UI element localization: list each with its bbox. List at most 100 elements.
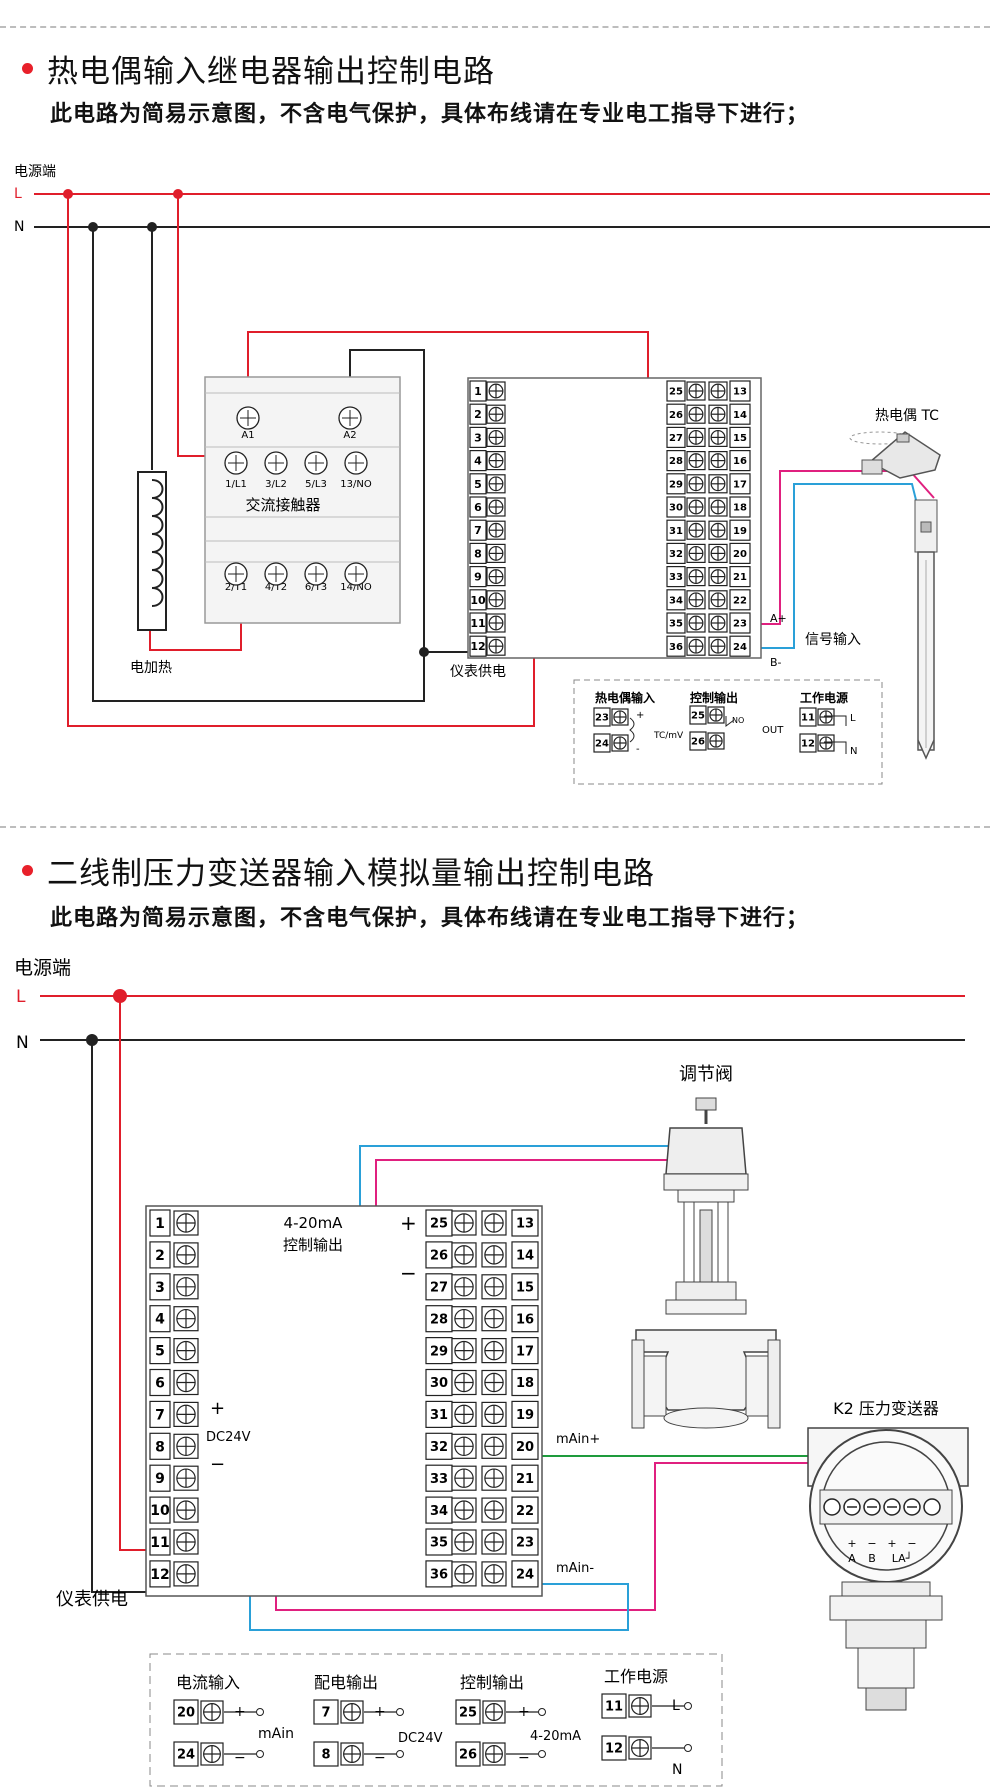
instrument-supply-label: 仪表供电	[56, 1589, 128, 1610]
junction-dot	[63, 189, 73, 199]
legend-ctrl-out: OUT	[762, 725, 784, 736]
screw-terminal-icon	[686, 404, 706, 424]
dc24v-minus: −	[210, 1454, 225, 1475]
screw-terminal-icon	[708, 543, 728, 564]
contactor-terminal-icon	[264, 451, 288, 475]
legend-power-l: L	[672, 1698, 680, 1714]
screw-terminal-icon	[708, 381, 728, 401]
transmitter-terminal-icon	[923, 1498, 941, 1516]
legend-ctrl-text: 4-20mA	[530, 1729, 581, 1744]
legend-ctrl-title: 控制输出	[690, 690, 738, 705]
terminal-number: 27	[669, 433, 683, 444]
terminal-number: 9	[474, 571, 482, 584]
legend-cur-title: 电流输入	[176, 1673, 240, 1692]
screw-terminal-icon	[707, 706, 725, 724]
live-to-supply-wire	[119, 996, 150, 1551]
terminal-number-box	[511, 1496, 539, 1524]
terminal-number-box	[469, 496, 487, 518]
screw-terminal-icon	[611, 708, 629, 726]
terminal-number: 17	[733, 479, 747, 490]
contactor-top-term: 3/L2	[265, 479, 287, 490]
tx-letter: A	[848, 1552, 856, 1565]
terminal-number: 25	[669, 387, 683, 398]
coil-term-a2: A2	[343, 430, 356, 441]
legend-power-title: 工作电源	[604, 1667, 668, 1686]
screw-terminal-icon	[451, 1433, 477, 1459]
screw-terminal-icon	[486, 427, 506, 447]
screw-terminal-icon	[686, 543, 706, 564]
terminal-number: 11	[150, 1535, 169, 1551]
terminal-number-box	[729, 496, 751, 518]
terminal-number-box	[729, 565, 751, 588]
legend-terminal-number-box	[799, 707, 817, 727]
junction-dot	[88, 222, 98, 232]
legend-plus: +	[374, 1704, 386, 1720]
coil-term-a1: A1	[241, 430, 254, 441]
terminal-number-box	[149, 1305, 171, 1333]
terminal-number: 16	[516, 1312, 534, 1327]
legend-terminal-number: 11	[801, 713, 815, 724]
section2-title: 二线制压力变送器输入模拟量输出控制电路	[22, 848, 655, 893]
terminal-number: 27	[430, 1280, 448, 1295]
terminal-number-box	[666, 612, 686, 634]
middle-divider	[0, 826, 990, 828]
tx-sign: +	[847, 1537, 856, 1550]
terminal-number-box	[469, 612, 487, 634]
tx-sign: −	[907, 1537, 916, 1550]
power-source-label: 电源端	[14, 957, 71, 979]
terminal-number-box	[729, 542, 751, 565]
terminal-number: 35	[669, 619, 683, 630]
legend-terminal-number: 23	[595, 713, 609, 724]
neutral-line-label: N	[14, 219, 24, 235]
screw-terminal-icon	[481, 1210, 507, 1236]
terminal-number: 5	[474, 478, 482, 491]
terminal-number: 1	[474, 385, 482, 398]
terminal-number-box	[511, 1400, 539, 1429]
legend-terminal-number-box	[173, 1741, 199, 1767]
thermocouple-label: 热电偶 TC	[875, 408, 939, 424]
screw-terminal-icon	[451, 1401, 477, 1428]
legend-tc-plus: +	[636, 710, 644, 721]
terminal-number: 14	[733, 410, 747, 421]
contactor-bottom-term: 6/T3	[305, 582, 327, 593]
section1-note: 此电路为简易示意图，不含电气保护，具体布线请在专业电工指导下进行；	[50, 102, 810, 127]
contactor-terminal-icon	[344, 451, 368, 475]
legend-terminal-number-box	[601, 1693, 627, 1719]
legend-terminal-number-box	[689, 731, 707, 751]
terminal-number-box	[666, 565, 686, 588]
contactor-top-term: 1/L1	[225, 479, 247, 490]
terminal-number: 13	[733, 387, 747, 398]
terminal-number: 36	[430, 1568, 448, 1583]
terminal-number: 17	[516, 1344, 534, 1359]
screw-terminal-icon	[173, 1465, 199, 1491]
terminal-number-box	[425, 1400, 453, 1429]
pressure-transmitter-icon	[807, 1427, 969, 1711]
screw-terminal-icon	[817, 708, 835, 726]
terminal-number: 31	[669, 526, 683, 537]
terminal-number: 13	[516, 1217, 534, 1232]
signal-input-label: 信号输入	[805, 632, 861, 648]
screw-terminal-icon	[686, 636, 706, 656]
screw-terminal-icon	[451, 1369, 477, 1396]
screw-terminal-icon	[708, 497, 728, 517]
screw-terminal-icon	[486, 613, 506, 633]
legend-terminal-number: 20	[177, 1706, 195, 1721]
screw-terminal-icon	[481, 1242, 507, 1268]
screw-terminal-icon	[200, 1742, 224, 1766]
contactor-bottom-term: 4/T2	[265, 582, 287, 593]
legend-lead-end	[684, 1744, 692, 1752]
main-plus-label: mAin+	[556, 1432, 600, 1447]
terminal-number: 7	[155, 1407, 165, 1423]
electric-heater-coil-icon	[137, 471, 167, 631]
screw-terminal-icon	[486, 520, 506, 540]
terminal-number-box	[425, 1464, 453, 1492]
output-plus: +	[400, 1211, 417, 1235]
terminal-number: 28	[669, 456, 683, 467]
terminal-number-box	[511, 1528, 539, 1556]
terminal-number-box	[511, 1241, 539, 1269]
screw-terminal-icon	[173, 1433, 199, 1459]
screw-terminal-icon	[486, 566, 506, 587]
bullet-dot-icon	[22, 63, 33, 74]
contactor-bottom-term: 14/NO	[340, 582, 372, 593]
legend-minus: −	[234, 1750, 246, 1766]
